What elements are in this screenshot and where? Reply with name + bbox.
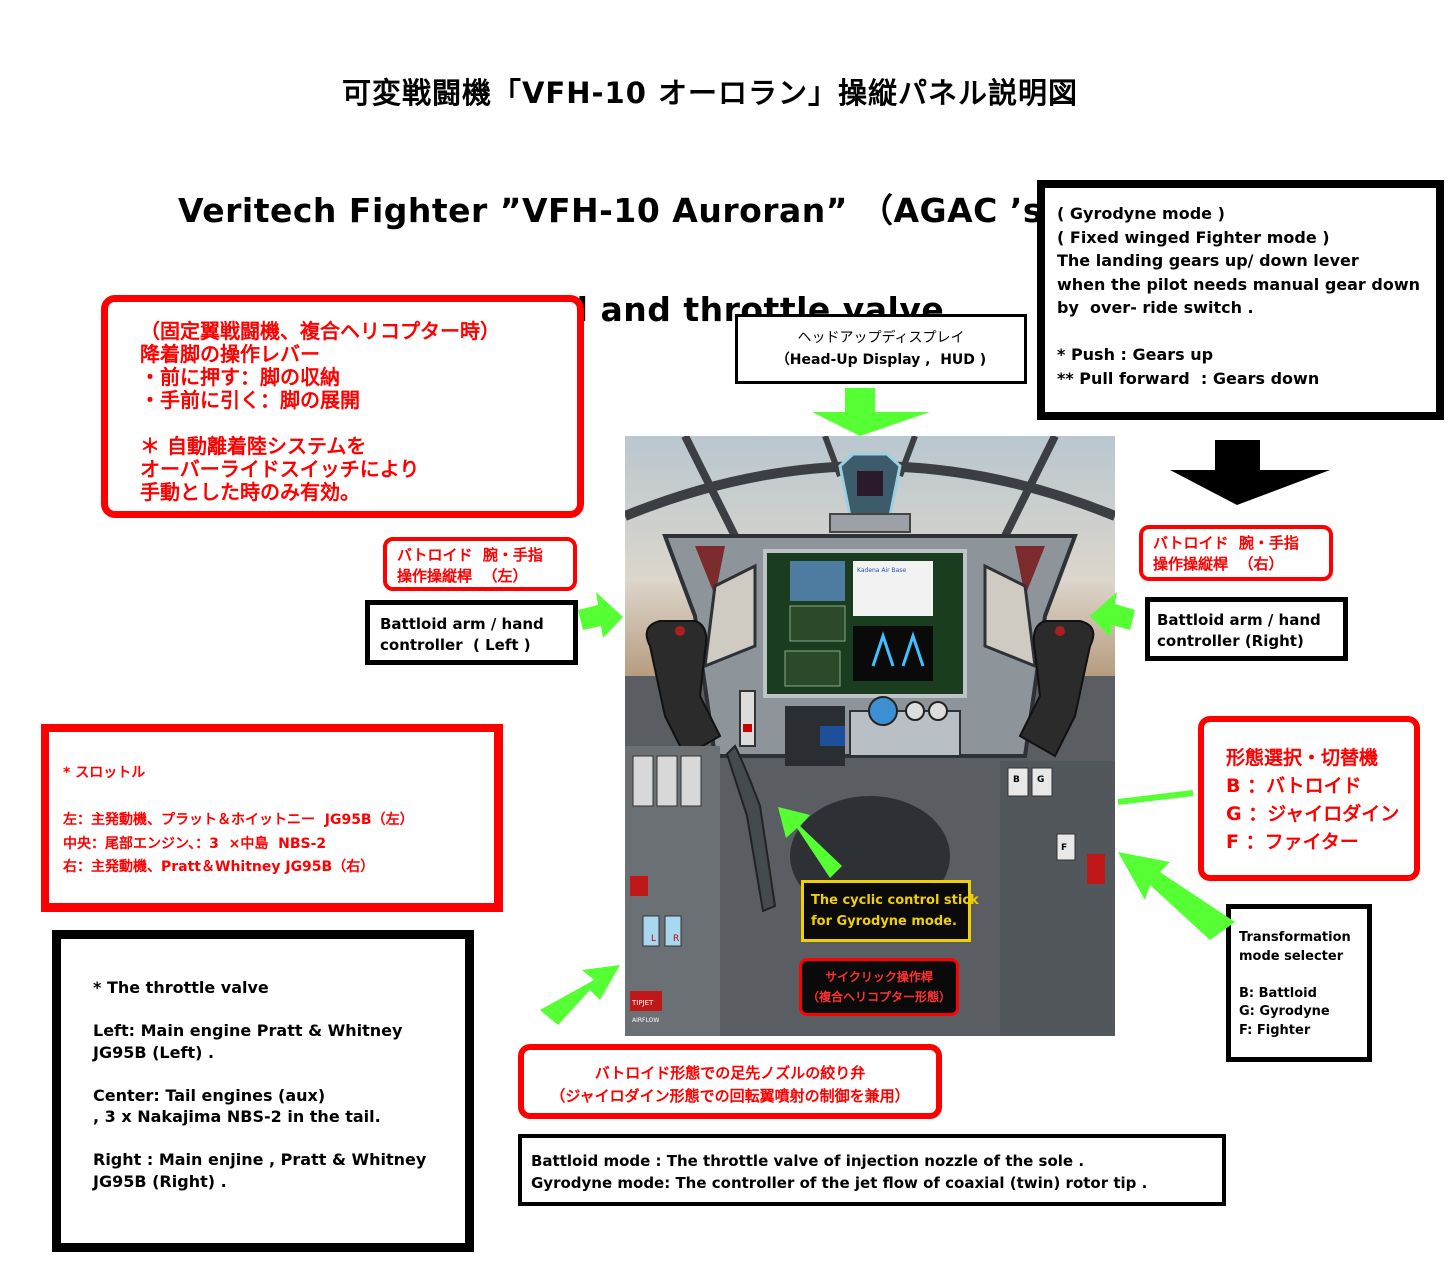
cyclic-jp-line: （複合ヘリコプター形態）	[806, 990, 951, 1004]
throttle-jp-line: 右：主発動機、Pratt＆Whitney JG95B（右）	[63, 859, 375, 875]
gear-lever-jp-box: （固定翼戦闘機、複合ヘリコプター時） 降着脚の操作レバー ・前に押す：脚の収納 …	[101, 295, 584, 518]
gear-jp-line: （固定翼戦闘機、複合ヘリコプター時）	[140, 319, 500, 343]
throttle-en-line	[93, 1128, 465, 1150]
throttle-jp-line: 左：主発動機、プラット＆ホイットニー JG95B（左）	[63, 812, 414, 828]
hud-box: ヘッドアップディスプレイ （Head-Up Display , HUD )	[735, 314, 1027, 384]
left-controller-jp-line: 操作操縦桿 （左）	[397, 567, 528, 585]
cyclic-jp-box: サイクリック操作桿 （複合ヘリコプター形態）	[799, 958, 959, 1016]
cyclic-en-line: The cyclic control stick	[811, 893, 979, 908]
gear-en-line: by over- ride switch .	[1057, 298, 1254, 317]
left-controller-en-line: Battloid arm / hand	[380, 615, 544, 633]
nozzle-arrow-icon	[540, 965, 620, 1025]
mode-jp-line: G ：ジャイロダイン	[1226, 803, 1400, 825]
hud-arrow-icon	[812, 388, 930, 436]
mode-jp-line: 形態選択・切替機	[1226, 747, 1379, 769]
mode-en-line: mode selecter	[1239, 948, 1344, 964]
lever-l-label: L	[651, 934, 656, 944]
left-controller-en-box: Battloid arm / hand controller ( Left )	[365, 600, 578, 665]
left-controller-jp-line: バトロイド 腕・手指	[397, 546, 543, 564]
throttle-jp-line: 中央：尾部エンジン、：3 ×中島 NBS-2	[63, 835, 327, 852]
gear-en-line: ( Gyrodyne mode )	[1057, 204, 1225, 223]
lever-r-label: R	[673, 934, 679, 944]
gear-jp-line: ・前に押す：脚の収納	[140, 365, 340, 389]
right-controller-en-line: Battloid arm / hand	[1157, 611, 1321, 629]
mode-en-line: Transformation	[1239, 930, 1351, 945]
cyclic-jp-line: サイクリック操作桿	[825, 970, 933, 984]
mode-selector-pointer	[1117, 790, 1194, 805]
throttle-en-line: JG95B (Left) .	[93, 1042, 215, 1062]
right-controller-jp-box: バトロイド 腕・手指 操作操縦桿 （右）	[1139, 525, 1333, 581]
throttle-en-line: JG95B (Right) .	[93, 1171, 227, 1191]
map-title: Kadena Air Base	[857, 567, 906, 574]
gear-jp-line: オーバーライドスイッチにより	[140, 457, 420, 481]
cockpit-illustration: Kadena Air Base L R TIP	[625, 436, 1115, 1036]
gear-en-line: ** Pull forward : Gears down	[1057, 368, 1320, 388]
throttle-en-box: * The throttle valve Left: Main engine P…	[52, 930, 474, 1252]
right-controller-en-box: Battloid arm / hand controller (Right)	[1145, 597, 1348, 661]
throttle-en-line: Center: Tail engines (aux)	[93, 1085, 326, 1105]
gear-jp-line	[140, 412, 577, 435]
nozzle-en-line: Battloid mode : The throttle valve of in…	[531, 1152, 1085, 1170]
gear-en-line: The landing gears up/ down lever	[1057, 251, 1359, 270]
gear-lever-en-box: ( Gyrodyne mode ) ( Fixed winged Fighter…	[1037, 180, 1444, 420]
gear-jp-line: ・手前に引く：脚の展開	[140, 388, 360, 412]
throttle-en-line: Right : Main enjine , Pratt & Whitney	[93, 1150, 427, 1169]
throttle-en-line: * The throttle valve	[93, 978, 269, 997]
cyclic-en-box: The cyclic control stick for Gyrodyne mo…	[801, 880, 979, 942]
nozzle-jp-box: バトロイド形態での足先ノズルの絞り弁 （ジャイロダイン形態での回転翼噴射の制御を…	[518, 1044, 942, 1119]
throttle-jp-line: * スロットル	[63, 765, 146, 781]
mode-jp-line: B ：バトロイド	[1226, 775, 1362, 797]
cyclic-en-line: for Gyrodyne mode.	[811, 914, 957, 929]
right-controller-jp-line: バトロイド 腕・手指	[1153, 534, 1299, 552]
mode-en-line: B: Battloid	[1239, 985, 1317, 1001]
gear-en-line: * Push : Gears up	[1057, 345, 1214, 364]
mode-en-line: G: Gyrodyne	[1239, 1004, 1330, 1019]
gear-jp-line: 手動とした時のみ有効。	[140, 480, 360, 504]
nozzle-jp-line: （ジャイロダイン形態での回転翼噴射の制御を兼用）	[550, 1087, 910, 1105]
hud-jp: ヘッドアップディスプレイ	[797, 330, 965, 346]
throttle-en-line	[93, 1063, 465, 1085]
switch-f-label: F	[1061, 843, 1067, 853]
switch-g-label: G	[1037, 775, 1044, 785]
left-controller-en-line: controller ( Left )	[380, 636, 531, 654]
tipjet-label: TIPJET	[631, 999, 654, 1007]
throttle-jp-box: * スロットル 左：主発動機、プラット＆ホイットニー JG95B（左） 中央：尾…	[41, 724, 503, 912]
throttle-en-line: Left: Main engine Pratt & Whitney	[93, 1021, 403, 1040]
left-controller-arrow-icon	[578, 592, 623, 638]
right-controller-jp-line: 操作操縦桿 （右）	[1153, 555, 1284, 573]
throttle-en-line	[93, 999, 465, 1021]
gear-jp-line: 降着脚の操作レバー	[140, 342, 320, 366]
airflow-label: AIRFLOW	[632, 1017, 659, 1024]
mode-selector-jp-box: 形態選択・切替機 B ：バトロイド G ：ジャイロダイン F ：ファイター	[1198, 716, 1420, 881]
gear-en-line	[1057, 320, 1436, 344]
nozzle-en-box: Battloid mode : The throttle valve of in…	[518, 1134, 1226, 1206]
cockpit-drawing: Kadena Air Base L R TIP	[625, 436, 1115, 1036]
mode-en-line: F: Fighter	[1239, 1022, 1311, 1038]
hud-en: （Head-Up Display , HUD )	[775, 352, 987, 368]
nozzle-jp-line: バトロイド形態での足先ノズルの絞り弁	[594, 1064, 866, 1082]
gear-en-line: when the pilot needs manual gear down	[1057, 274, 1420, 294]
gear-arrow-icon	[1170, 440, 1330, 505]
mode-selector-en-box: Transformation mode selecter B: Battloid…	[1226, 904, 1372, 1062]
gear-en-line: ( Fixed winged Fighter mode )	[1057, 227, 1330, 247]
switch-b-label: B	[1013, 775, 1020, 785]
mode-jp-line: F ：ファイター	[1226, 831, 1359, 853]
title-jp: 可変戦闘機「VFH-10 オーロラン」操縦パネル説明図	[341, 76, 1078, 110]
mode-en-line	[1239, 966, 1367, 985]
left-controller-jp-box: バトロイド 腕・手指 操作操縦桿 （左）	[383, 537, 577, 591]
gear-jp-line: ＊ 自動離着陸システムを	[140, 434, 367, 458]
right-controller-en-line: controller (Right)	[1157, 632, 1304, 650]
throttle-en-line: , 3 x Nakajima NBS-2 in the tail.	[93, 1107, 381, 1126]
nozzle-en-line: Gyrodyne mode: The controller of the jet…	[531, 1174, 1148, 1192]
throttle-jp-line	[63, 786, 494, 810]
